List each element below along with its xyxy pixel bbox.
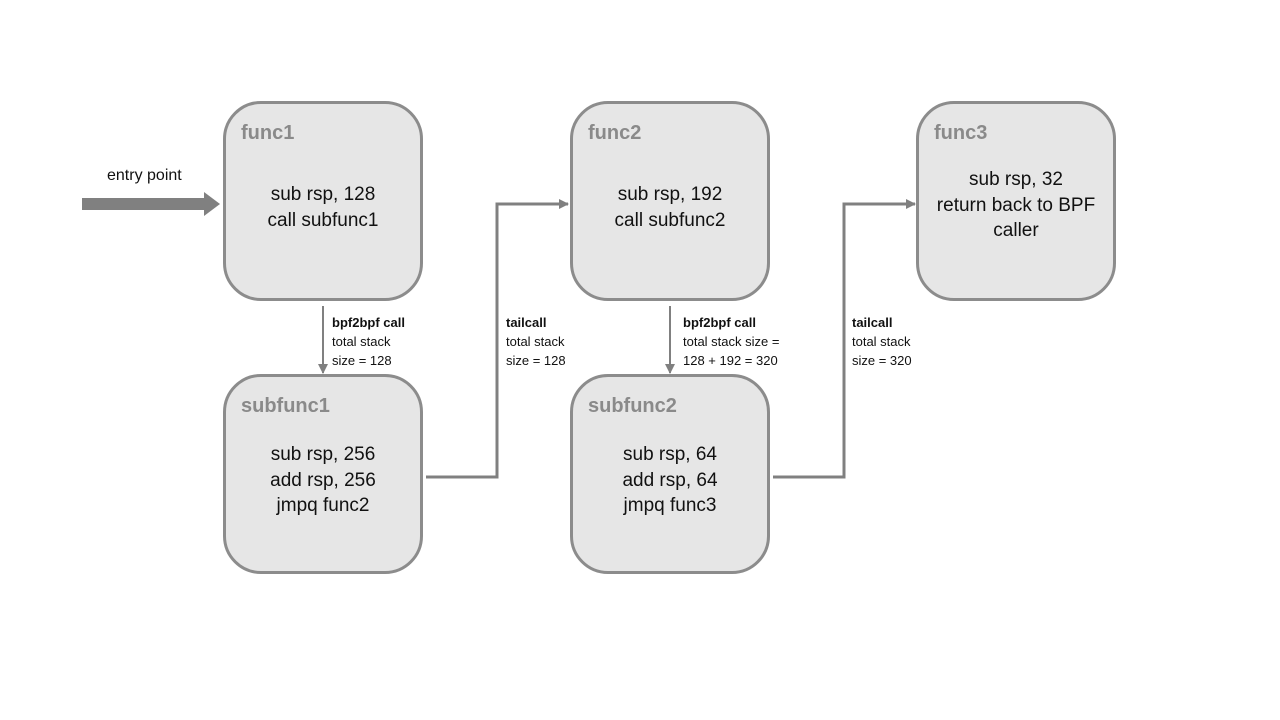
call2-kind: bpf2bpf call xyxy=(683,315,756,330)
tail2-kind: tailcall xyxy=(852,315,893,330)
func1-line: sub rsp, 128 xyxy=(270,184,376,205)
subfunc1-line: sub rsp, 256 xyxy=(270,444,376,465)
func3-box: func3 sub rsp, 32 return back to BPF cal… xyxy=(916,101,1116,301)
tail2-line: size = 320 xyxy=(852,353,912,368)
func3-body: sub rsp, 32 return back to BPF caller xyxy=(919,167,1113,244)
subfunc2-title: subfunc2 xyxy=(588,395,677,417)
tail2-line: total stack xyxy=(852,334,911,349)
func3-line: return back to BPF xyxy=(936,194,1096,216)
func2-line: call subfunc2 xyxy=(614,209,726,231)
func1-line: call subfunc1 xyxy=(267,209,379,231)
func2-body: sub rsp, 192 call subfunc2 xyxy=(573,182,767,233)
call1-kind: bpf2bpf call xyxy=(332,315,405,330)
tail1-kind: tailcall xyxy=(506,315,547,330)
entry-arrow xyxy=(82,192,220,216)
subfunc1-line: jmpq func2 xyxy=(276,495,370,516)
call1-line: total stack xyxy=(332,334,391,349)
subfunc1-line: add rsp, 256 xyxy=(270,469,376,491)
tail1-label: tailcall total stack size = 128 xyxy=(506,313,566,370)
call1-line: size = 128 xyxy=(332,353,392,368)
func1-title: func1 xyxy=(241,122,295,144)
subfunc2-body: sub rsp, 64 add rsp, 64 jmpq func3 xyxy=(573,442,767,519)
func2-line: sub rsp, 192 xyxy=(617,184,723,205)
func2-box: func2 sub rsp, 192 call subfunc2 xyxy=(570,101,770,301)
subfunc1-box: subfunc1 sub rsp, 256 add rsp, 256 jmpq … xyxy=(223,374,423,574)
subfunc1-title: subfunc1 xyxy=(241,395,330,417)
subfunc2-line: sub rsp, 64 xyxy=(623,444,717,465)
subfunc2-box: subfunc2 sub rsp, 64 add rsp, 64 jmpq fu… xyxy=(570,374,770,574)
tail2-label: tailcall total stack size = 320 xyxy=(852,313,912,370)
func1-body: sub rsp, 128 call subfunc1 xyxy=(226,182,420,233)
func3-line: sub rsp, 32 xyxy=(969,169,1063,190)
arrow-subfunc2-to-func3 xyxy=(773,199,916,479)
subfunc2-line: add rsp, 64 xyxy=(622,469,718,491)
call2-line: total stack size = xyxy=(683,334,780,349)
subfunc1-body: sub rsp, 256 add rsp, 256 jmpq func2 xyxy=(226,442,420,519)
tail1-line: total stack xyxy=(506,334,565,349)
func2-title: func2 xyxy=(588,122,642,144)
tail1-line: size = 128 xyxy=(506,353,566,368)
call1-label: bpf2bpf call total stack size = 128 xyxy=(332,313,405,370)
func3-line: caller xyxy=(993,220,1039,241)
entry-point-label: entry point xyxy=(107,167,182,184)
call2-label: bpf2bpf call total stack size = 128 + 19… xyxy=(683,313,779,370)
call2-line: 128 + 192 = 320 xyxy=(683,353,778,368)
func1-box: func1 sub rsp, 128 call subfunc1 xyxy=(223,101,423,301)
arrow-subfunc1-to-func2 xyxy=(426,199,569,479)
func3-title: func3 xyxy=(934,122,988,144)
subfunc2-line: jmpq func3 xyxy=(623,495,717,516)
